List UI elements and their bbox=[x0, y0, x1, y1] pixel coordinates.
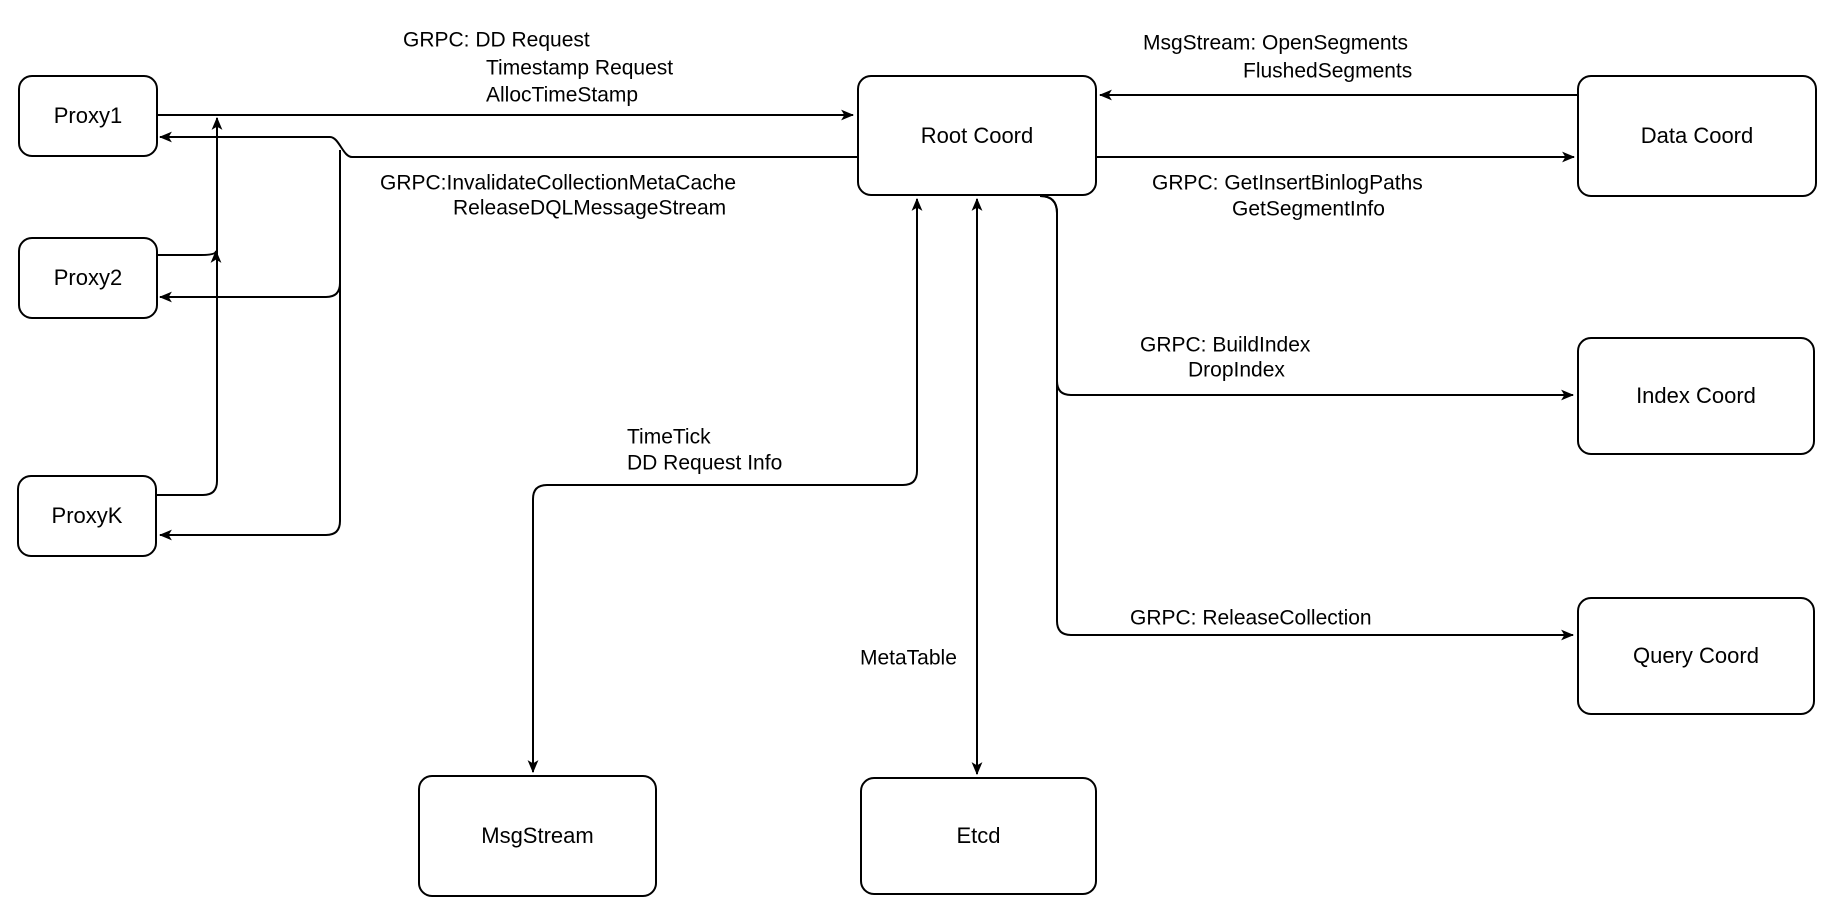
node-label: MsgStream bbox=[481, 823, 594, 848]
edge-label-alloctimestamp: AllocTimeStamp bbox=[486, 83, 639, 107]
node-label: Index Coord bbox=[1636, 383, 1756, 408]
edge-label-grpc-getinsertbinlogpaths: GRPC: GetInsertBinlogPaths bbox=[1152, 171, 1423, 195]
node-index-coord: Index Coord bbox=[1577, 337, 1815, 455]
edge-proxyk-trunk-to-main bbox=[157, 116, 223, 496]
node-proxy1: Proxy1 bbox=[18, 75, 158, 157]
node-label: ProxyK bbox=[51, 503, 123, 528]
edge-label-grpc-dd-request: GRPC: DD Request bbox=[403, 28, 590, 52]
edge-label-getsegmentinfo: GetSegmentInfo bbox=[1232, 197, 1385, 221]
edge-label-msgstream-opensegments: MsgStream: OpenSegments bbox=[1143, 31, 1408, 55]
node-data-coord: Data Coord bbox=[1577, 75, 1817, 197]
edge-label-dropindex: DropIndex bbox=[1188, 358, 1285, 382]
node-proxyk: ProxyK bbox=[17, 475, 157, 557]
edge-root-coord-to-index-coord bbox=[1039, 195, 1575, 401]
node-label: Proxy2 bbox=[53, 265, 123, 290]
edge-label-dd-request-info: DD Request Info bbox=[627, 451, 783, 475]
edges-group bbox=[157, 89, 1577, 776]
edge-proxy2-join-trunk bbox=[158, 249, 222, 263]
node-label: Root Coord bbox=[920, 122, 1034, 148]
node-root-coord: Root Coord bbox=[857, 75, 1097, 196]
edge-label-release-dql-message-stream: ReleaseDQLMessageStream bbox=[453, 196, 727, 220]
edge-label-grpc-invalidate-meta-cache: GRPC:InvalidateCollectionMetaCache bbox=[380, 171, 737, 195]
node-etcd: Etcd bbox=[860, 777, 1097, 895]
edge-label-grpc-releasecollection: GRPC: ReleaseCollection bbox=[1130, 606, 1372, 630]
edge-root-coord-to-proxyk bbox=[158, 280, 341, 541]
edge-root-coord-to-query-coord bbox=[1039, 195, 1575, 641]
node-label: Data Coord bbox=[1640, 123, 1754, 148]
node-query-coord: Query Coord bbox=[1577, 597, 1815, 715]
edge-label-grpc-buildindex: GRPC: BuildIndex bbox=[1140, 333, 1311, 357]
node-label: Proxy1 bbox=[53, 103, 123, 128]
node-msgstream: MsgStream bbox=[418, 775, 657, 897]
edge-label-metatable: MetaTable bbox=[860, 646, 957, 670]
edge-root-coord-msgstream bbox=[527, 197, 923, 774]
edge-label-flushedsegments: FlushedSegments bbox=[1243, 59, 1413, 83]
edge-label-timestamp-request: Timestamp Request bbox=[486, 56, 674, 80]
node-label: Query Coord bbox=[1633, 643, 1759, 668]
edge-root-coord-to-proxy1 bbox=[158, 131, 857, 158]
node-label: Etcd bbox=[956, 823, 1001, 848]
edge-root-coord-to-proxy2 bbox=[158, 150, 341, 303]
edge-label-timetick: TimeTick bbox=[627, 425, 711, 449]
node-proxy2: Proxy2 bbox=[18, 237, 158, 319]
